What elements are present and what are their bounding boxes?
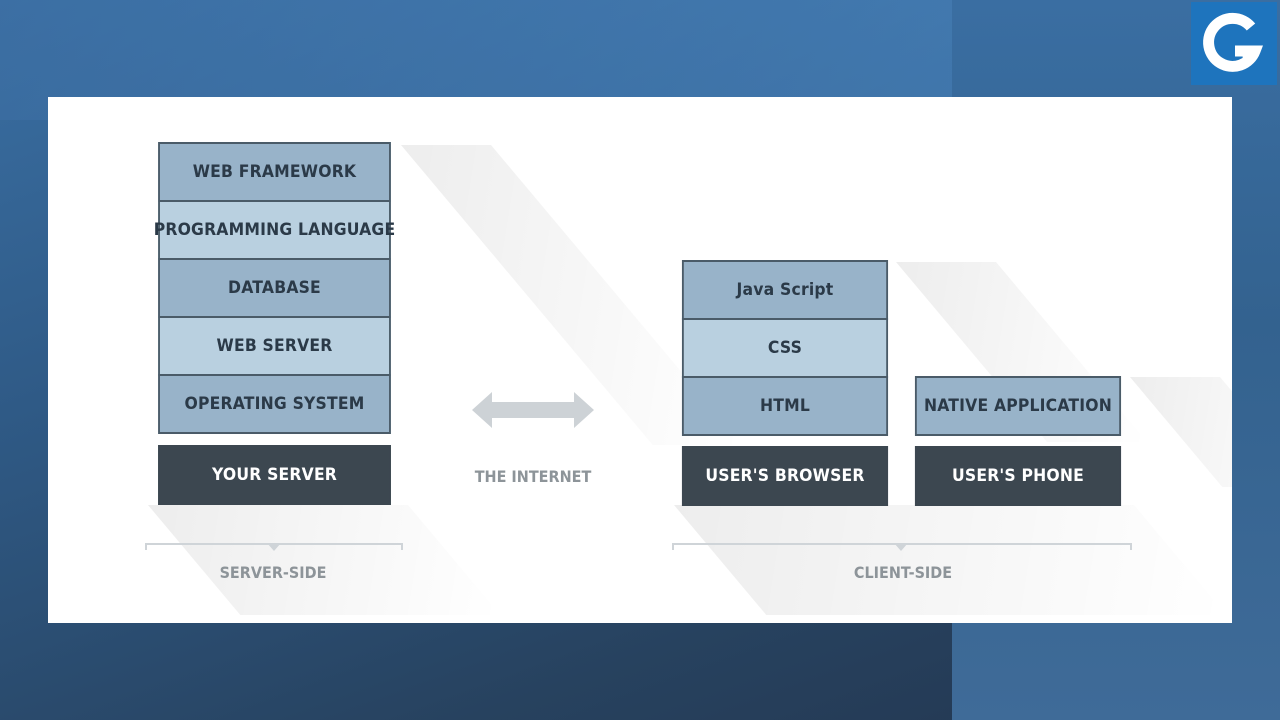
server-layer-programming-language: PROGRAMMING LANGUAGE — [154, 200, 395, 260]
shadow — [674, 505, 1227, 615]
logo-sub-letter: i — [1241, 48, 1248, 72]
internet-label: THE INTERNET — [474, 467, 592, 486]
browser-base-users-browser: USER'S BROWSER — [681, 446, 889, 506]
phone-stack: NATIVE APPLICATION USER'S PHONE — [906, 376, 1130, 507]
gi-logo-icon: i — [1203, 12, 1264, 72]
server-layer-web-framework: WEB FRAMEWORK — [158, 142, 391, 202]
server-layer-web-server: WEB SERVER — [158, 316, 391, 376]
diagram-card: WEB FRAMEWORK PROGRAMMING LANGUAGE DATAB… — [48, 97, 1232, 623]
logo: i — [1191, 2, 1277, 85]
server-layer-database: DATABASE — [158, 258, 391, 318]
server-base-your-server: YOUR SERVER — [158, 445, 391, 505]
server-side-bracket — [145, 543, 403, 555]
server-stack: WEB FRAMEWORK PROGRAMMING LANGUAGE DATAB… — [148, 142, 401, 507]
shadow — [148, 505, 501, 615]
server-side-caption: SERVER-SIDE — [219, 563, 327, 582]
double-arrow-icon — [472, 392, 594, 428]
browser-stack: Java Script CSS HTML USER'S BROWSER — [673, 260, 897, 507]
client-side-bracket — [672, 543, 1132, 555]
shadow — [1130, 377, 1232, 487]
browser-layer-css: CSS — [681, 318, 889, 378]
phone-base-users-phone: USER'S PHONE — [914, 446, 1122, 506]
browser-layer-javascript: Java Script — [681, 260, 889, 320]
phone-layer-native-application: NATIVE APPLICATION — [914, 376, 1122, 436]
server-layer-operating-system: OPERATING SYSTEM — [158, 374, 391, 434]
client-side-caption: CLIENT-SIDE — [853, 563, 953, 582]
browser-layer-html: HTML — [681, 376, 889, 436]
